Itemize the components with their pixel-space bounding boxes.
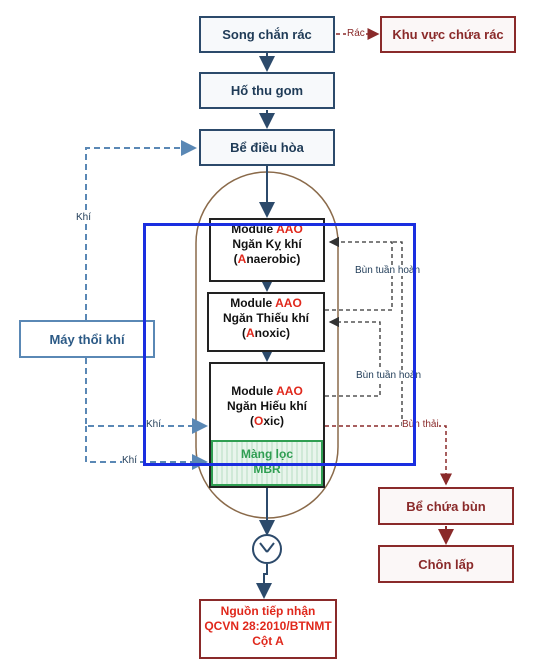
paren: ( — [233, 252, 238, 266]
trash-area-box: Khu vực chứa rác — [380, 16, 516, 53]
collection-pit-box: Hố thu gom — [199, 72, 335, 109]
air-line-to-oxic — [85, 358, 208, 434]
anaerobic-rest: naerobic) — [246, 252, 301, 266]
equalization-tank-box: Bể điều hòa — [199, 129, 335, 166]
anaerobic-letter: A — [237, 252, 247, 266]
blower-label: Máy thổi khí — [49, 331, 125, 347]
blower-box: Máy thổi khí — [19, 320, 155, 358]
receiving-source-box: Nguồn tiếp nhận QCVN 28:2010/BTNMT Cột A — [199, 599, 337, 659]
module-anoxic-title: Module — [230, 296, 276, 310]
equalization-tank-label: Bể điều hòa — [230, 140, 304, 155]
pump-icon — [252, 534, 282, 564]
air-label-top: Khí — [76, 212, 92, 223]
screen-label: Song chắn rác — [222, 27, 312, 42]
recirc-2 — [325, 316, 381, 397]
module-oxic-name: Ngăn Hiếu khí — [226, 399, 307, 413]
receiving-line1: Nguồn tiếp nhận — [220, 604, 316, 618]
anoxic-letter: A — [245, 326, 255, 340]
recirculation-label-1: Bùn tuần hoàn — [355, 265, 421, 276]
oxic-rest: xic) — [263, 414, 285, 428]
receiving-line2: QCVN 28:2010/BTNMT — [204, 619, 332, 633]
air-label-bottom: Khí — [122, 455, 138, 466]
waste-sludge-label: Bùn thải — [402, 419, 439, 430]
mbr-line1: Màng lọc — [240, 447, 293, 461]
air-line-to-mbr — [85, 426, 208, 470]
trash-area-label: Khu vực chứa rác — [392, 27, 504, 42]
landfill-label: Chôn lấp — [418, 556, 474, 572]
screen-box: Song chắn rác — [199, 16, 335, 53]
waste-sludge-line — [325, 425, 452, 486]
recirculation-label-2: Bùn tuần hoàn — [356, 370, 422, 381]
recirc-1 — [325, 236, 393, 311]
trash-label: Rác — [346, 28, 366, 39]
module-anaerobic: Module AAO Ngăn Kỵ khí (Anaerobic) — [209, 218, 325, 282]
air-line-to-equalization — [85, 140, 197, 320]
landfill-box: Chôn lấp — [378, 545, 514, 583]
aao-label: AAO — [275, 296, 302, 310]
receiving-line3: Cột A — [252, 634, 284, 648]
module-anaerobic-title: Module — [231, 222, 277, 236]
sludge-tank-label: Bể chứa bùn — [406, 498, 486, 514]
mbr-line2: MBR — [253, 462, 281, 476]
flow-pump-to-receiver — [256, 564, 272, 599]
recirc-outer — [392, 241, 403, 426]
sludge-tank-box: Bể chứa bùn — [378, 487, 514, 525]
paren: ( — [241, 326, 246, 340]
aao-label: AAO — [276, 222, 303, 236]
aao-label: AAO — [276, 384, 303, 398]
module-oxic-title: Module — [231, 384, 277, 398]
module-anaerobic-name: Ngăn Kỵ khí — [232, 237, 302, 251]
module-anoxic-name: Ngăn Thiếu khí — [222, 311, 309, 325]
collection-pit-label: Hố thu gom — [230, 83, 304, 98]
anoxic-rest: noxic) — [254, 326, 290, 340]
mbr-membrane: Màng lọc MBR — [211, 440, 323, 486]
module-anoxic: Module AAO Ngăn Thiếu khí (Anoxic) — [207, 292, 325, 352]
air-label-middle: Khí — [146, 419, 162, 430]
oxic-letter: O — [253, 414, 264, 428]
paren: ( — [249, 414, 254, 428]
